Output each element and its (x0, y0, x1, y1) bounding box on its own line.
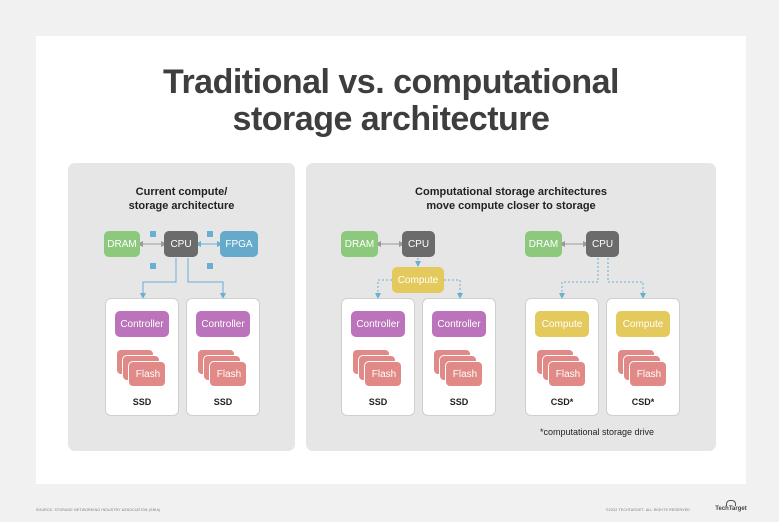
compute-ssd2-link (444, 279, 463, 299)
drive-label: CSD* (631, 397, 655, 407)
panel-title-line-1: Current compute/ (135, 186, 228, 198)
copyright-note: ©2022 TECHTARGET. ALL RIGHTS RESERVED (606, 508, 690, 512)
flash-label: Flash (371, 369, 397, 380)
controller-box: Controller (196, 311, 250, 337)
controller-box: Controller (432, 311, 486, 337)
flash-chip (364, 361, 402, 387)
compute-ssd1-link (375, 279, 392, 299)
panel-title-line-2: storage architecture (128, 200, 235, 212)
source-note: SOURCE: STORAGE NETWORKING INDUSTRY ASSO… (36, 508, 161, 512)
flash-chip (128, 361, 166, 387)
csd-drive: Compute Flash CSD* (525, 298, 599, 416)
current-architecture-title: Current compute/ storage architecture (68, 185, 295, 213)
cpu-csd1-link (559, 258, 599, 299)
computational-architecture-title: Computational storage architectures move… (306, 185, 716, 213)
footnote: *computational storage drive (540, 427, 655, 437)
flash-chip (629, 361, 667, 387)
brand-icon (726, 500, 736, 506)
csd-drive: Compute Flash CSD* (606, 298, 680, 416)
ssd-drive: Controller Flash SSD (422, 298, 496, 416)
compute-box: Compute (616, 311, 670, 337)
flash-label: Flash (452, 369, 478, 380)
controller-box: Controller (351, 311, 405, 337)
cpu-box: CPU (164, 231, 198, 257)
drive-label: SSD (368, 397, 388, 407)
compute-box: Compute (392, 267, 444, 293)
cpu-box: CPU (586, 231, 619, 257)
title-line-2: storage architecture (232, 100, 550, 138)
dram-box: DRAM (341, 231, 378, 257)
cpu-ssd2-link (187, 258, 226, 299)
page-title: Traditional vs. computational storage ar… (36, 64, 746, 138)
flash-chip (209, 361, 247, 387)
chip-icon (150, 231, 213, 269)
flash-label: Flash (555, 369, 581, 380)
cpu-csd2-link (607, 258, 646, 299)
dram-box: DRAM (525, 231, 562, 257)
dram-box: DRAM (104, 231, 140, 257)
drive-label: SSD (449, 397, 469, 407)
drive-label: SSD (213, 397, 233, 407)
drive-label: CSD* (550, 397, 574, 407)
ssd-drive: Controller Flash SSD (105, 298, 179, 416)
title-line-1: Traditional vs. computational (163, 63, 619, 101)
ssd-drive: Controller Flash SSD (186, 298, 260, 416)
brand-logo: TechTarget (713, 500, 749, 513)
fpga-box: FPGA (220, 231, 258, 257)
cpu-ssd1-link (140, 258, 177, 299)
flash-label: Flash (636, 369, 662, 380)
brand-text: TechTarget (715, 506, 747, 512)
panel-title-line-1: Computational storage architectures (415, 186, 607, 198)
cpu-box: CPU (402, 231, 435, 257)
ssd-drive: Controller Flash SSD (341, 298, 415, 416)
controller-box: Controller (115, 311, 169, 337)
flash-chip (445, 361, 483, 387)
panel-title-line-2: move compute closer to storage (426, 200, 596, 212)
flash-label: Flash (216, 369, 242, 380)
compute-box: Compute (535, 311, 589, 337)
flash-label: Flash (135, 369, 161, 380)
flash-chip (548, 361, 586, 387)
drive-label: SSD (132, 397, 152, 407)
